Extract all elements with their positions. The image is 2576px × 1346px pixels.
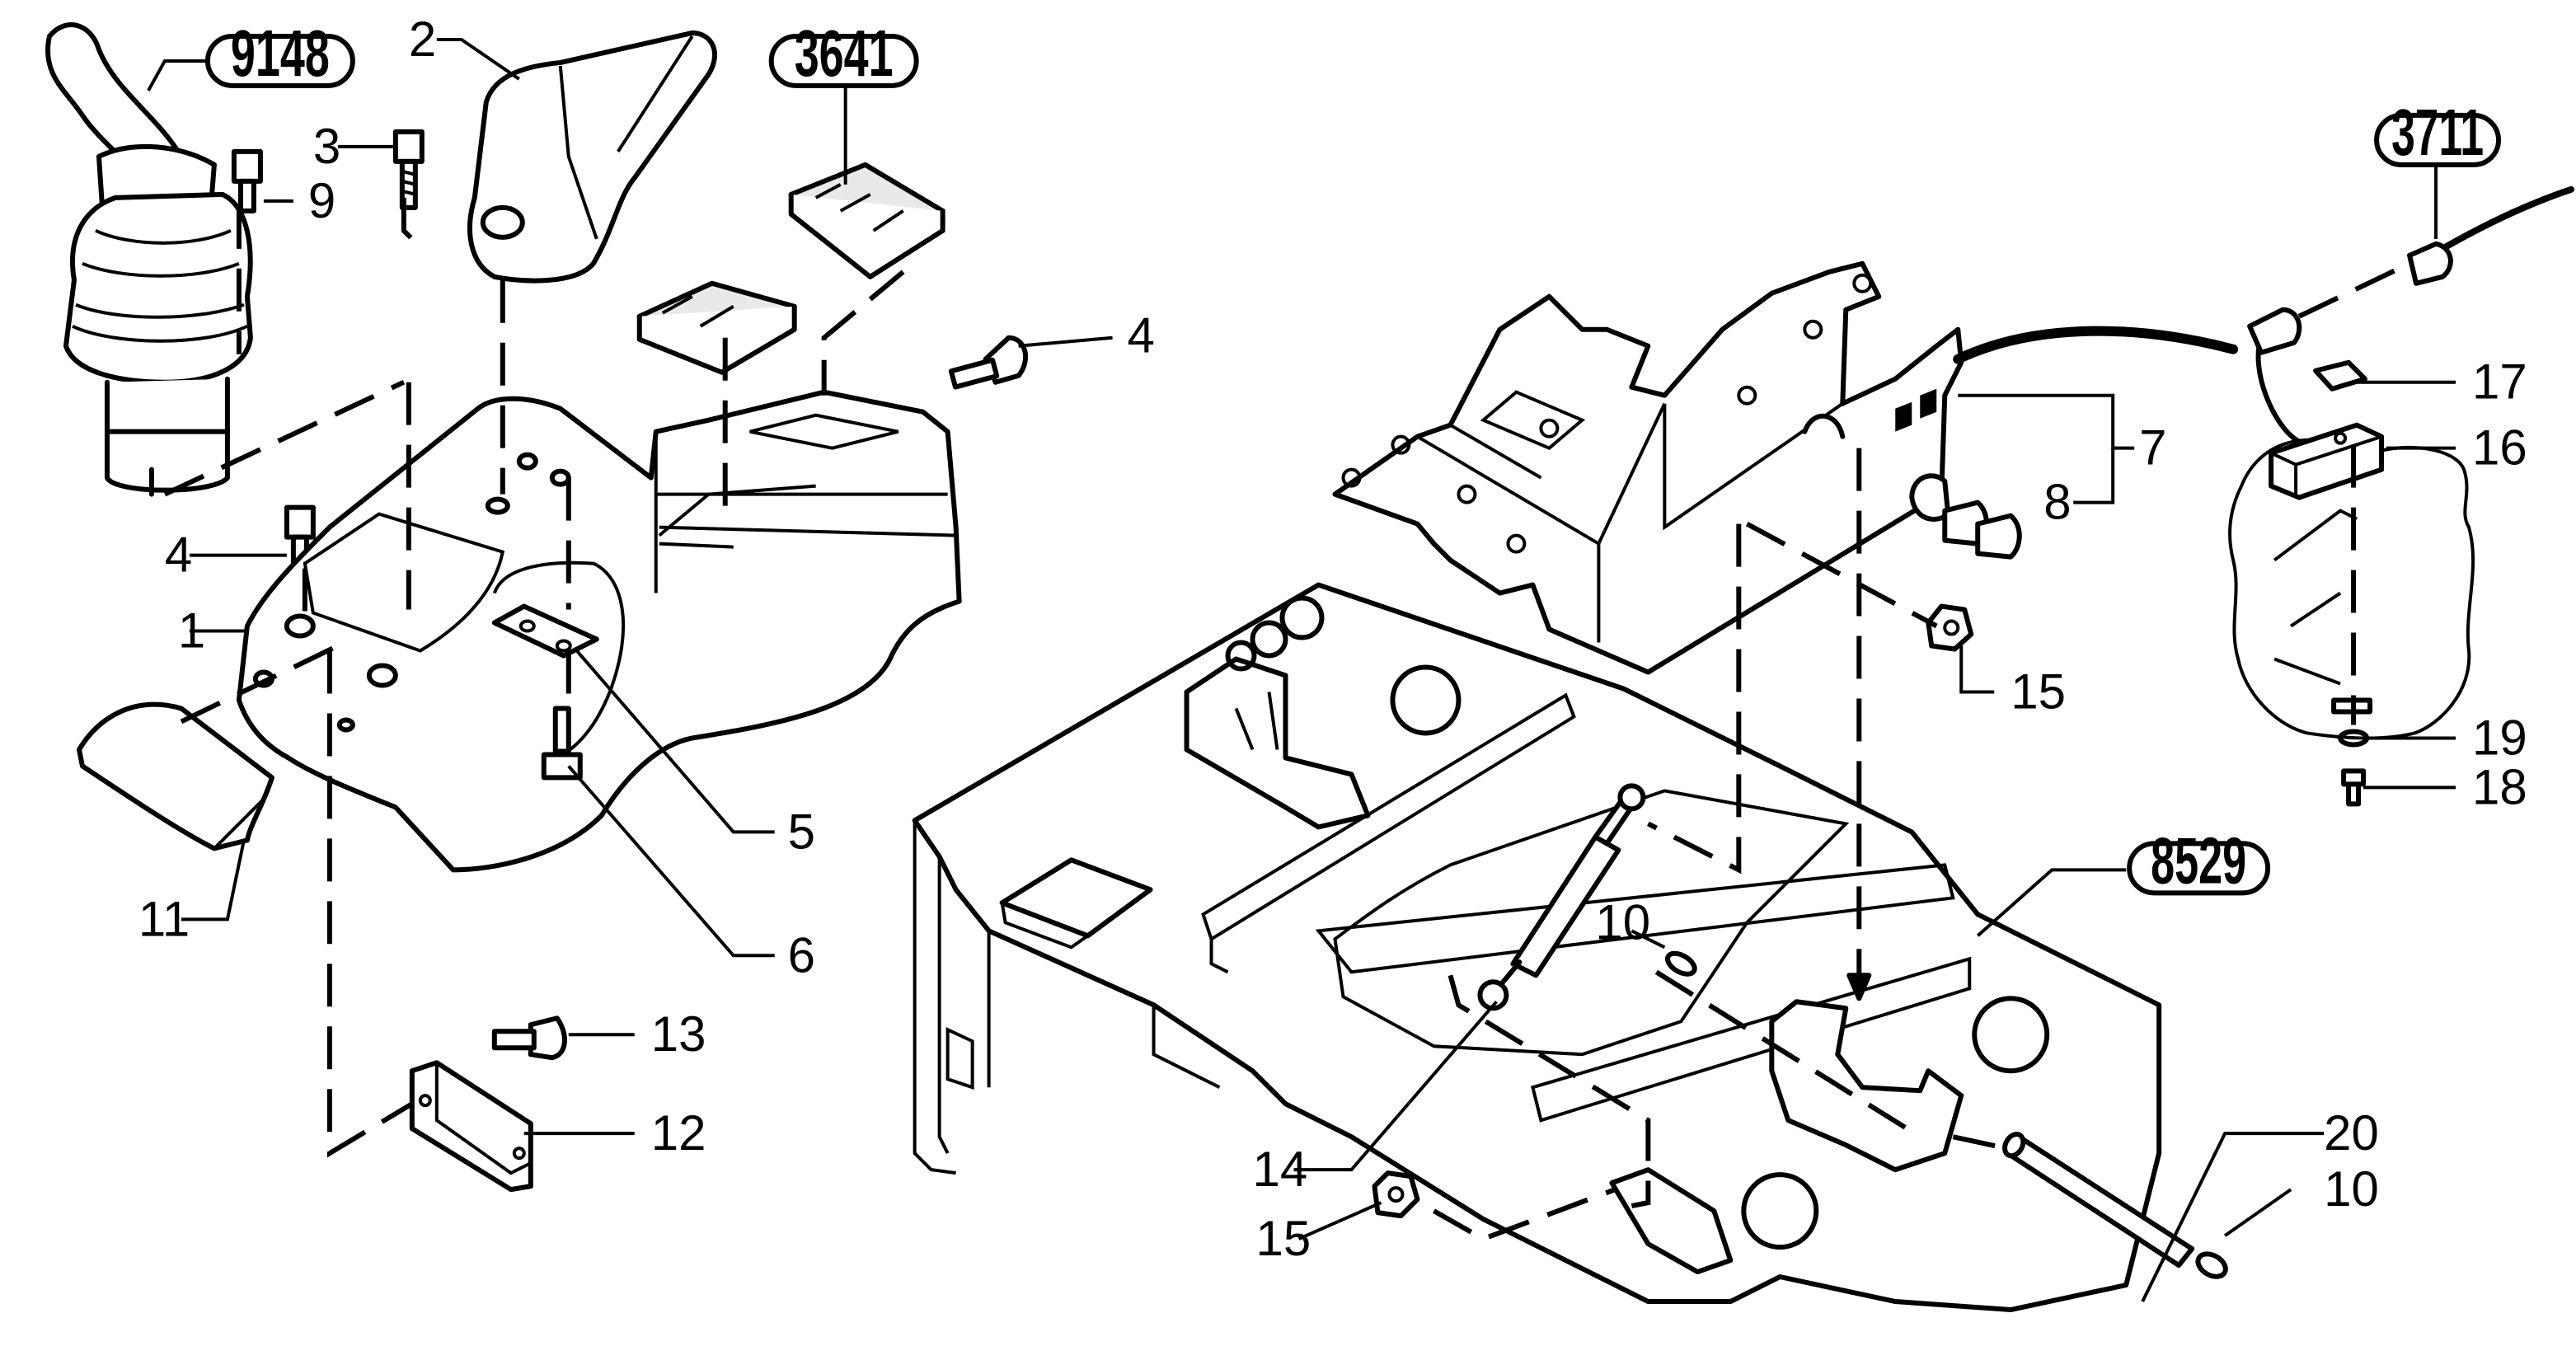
part-label-15-upper: 15: [2011, 664, 2066, 719]
part-label-11: 11: [138, 891, 190, 946]
part-label-20: 20: [2324, 1105, 2379, 1161]
ref-box-3641: 3641: [768, 16, 919, 90]
console-body: [236, 389, 962, 873]
leader-lines: [147, 37, 2456, 1302]
part-label-16: 16: [2472, 420, 2527, 476]
pin-20: [2002, 1132, 2195, 1269]
bolt-6: [541, 706, 583, 781]
bolt-4-left: [284, 504, 316, 573]
part-label-18: 18: [2472, 759, 2527, 814]
joystick-assembly: [45, 22, 253, 497]
bushing-8: [1942, 499, 2022, 560]
part-label-6: 6: [788, 927, 815, 983]
switch-panel-lower: [636, 280, 797, 375]
nut-15-lower: [1372, 1170, 1420, 1219]
part-label-13: 13: [651, 1006, 706, 1062]
part-label-9: 9: [308, 173, 335, 228]
circlip-10-lower: [2195, 1251, 2228, 1279]
part-label-3: 3: [313, 119, 340, 174]
bolt-3: [392, 129, 425, 210]
part-label-1: 1: [178, 603, 205, 659]
part-label-12: 12: [651, 1105, 706, 1161]
part-label-15-lower: 15: [1256, 1211, 1311, 1266]
handle-cover: [467, 30, 717, 284]
part-label-8: 8: [2043, 475, 2071, 530]
part-label-10-lower: 10: [2324, 1161, 2379, 1217]
bolt-13: [491, 1015, 567, 1061]
bracket-7: [1332, 260, 1964, 675]
ref-label-8529: 8529: [2151, 823, 2246, 897]
part-label-19: 19: [2472, 710, 2527, 765]
ref-box-9148: 9148: [204, 16, 355, 90]
part-label-5: 5: [788, 804, 815, 859]
part-label-10-upper: 10: [1595, 894, 1650, 950]
part-label-4-right: 4: [1128, 308, 1155, 363]
ref-box-8529: 8529: [2127, 823, 2271, 897]
part-label-2: 2: [409, 12, 436, 67]
part-label-14: 14: [1253, 1142, 1308, 1197]
bolt-4-right: [948, 335, 1029, 390]
ref-label-9148: 9148: [231, 16, 330, 90]
circlip-10-upper: [1664, 950, 1697, 977]
part-label-17: 17: [2472, 354, 2527, 410]
switch-panel-3641: [788, 162, 945, 279]
ref-box-3711: 3711: [2374, 96, 2502, 169]
ref-label-3711: 3711: [2391, 96, 2484, 169]
part-label-4-left: 4: [165, 528, 192, 583]
part-label-7: 7: [2139, 420, 2166, 476]
bolt-9: [231, 148, 263, 213]
plate-5: [491, 603, 599, 659]
gas-strut-14: [1477, 783, 1646, 1011]
ref-label-3641: 3641: [795, 16, 894, 90]
plate-12: [409, 1060, 533, 1193]
cover-11: [76, 701, 274, 851]
nut-15-upper: [1926, 603, 1974, 652]
